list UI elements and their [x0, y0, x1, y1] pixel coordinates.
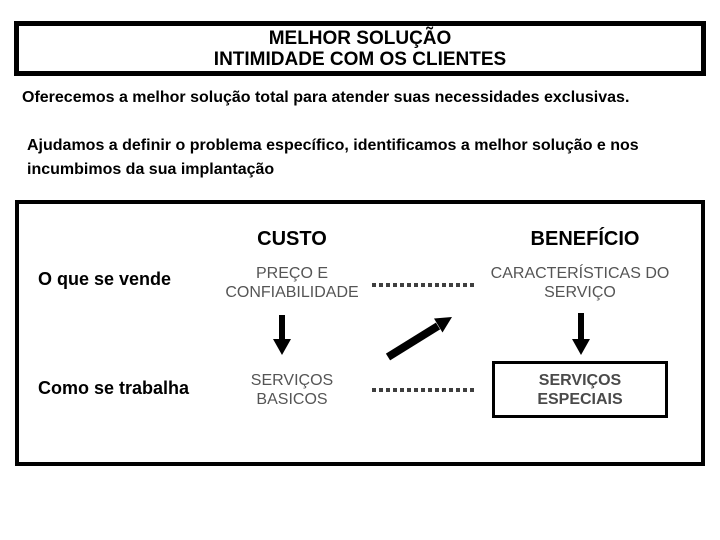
title-box: MELHOR SOLUÇÃO INTIMIDADE COM OS CLIENTE… [14, 21, 706, 76]
cell-caracteristicas-do-servico: CARACTERÍSTICAS DO SERVIÇO [490, 265, 670, 301]
dotted-connector [372, 388, 474, 392]
cell-servicos-basicos: SERVIÇOS BASICOS [250, 372, 334, 408]
diagonal-up-right-arrow-icon [385, 317, 452, 361]
dotted-connector [372, 283, 474, 287]
title-line-1: MELHOR SOLUÇÃO [268, 27, 452, 49]
matrix-frame [15, 200, 705, 466]
down-arrow-icon [273, 315, 291, 355]
cell-servicos-especiais: SERVIÇOS ESPECIAIS [537, 371, 623, 408]
intro-paragraph-2: Ajudamos a definir o problema específico… [27, 137, 639, 178]
cell-preco-e-confiabilidade: PREÇO E CONFIABILIDADE [225, 265, 359, 301]
intro-paragraph-1: Oferecemos a melhor solução total para a… [22, 89, 630, 106]
servicos-especiais-box: SERVIÇOS ESPECIAIS [492, 361, 668, 418]
down-arrow-icon [572, 313, 590, 355]
column-header-custo: CUSTO [257, 228, 327, 250]
row-label-como-se-trabalha: Como se trabalha [38, 378, 190, 398]
column-header-beneficio: BENEFÍCIO [530, 228, 640, 250]
title-line-2: INTIMIDADE COM OS CLIENTES [213, 48, 507, 70]
row-label-o-que-se-vende: O que se vende [38, 269, 172, 289]
